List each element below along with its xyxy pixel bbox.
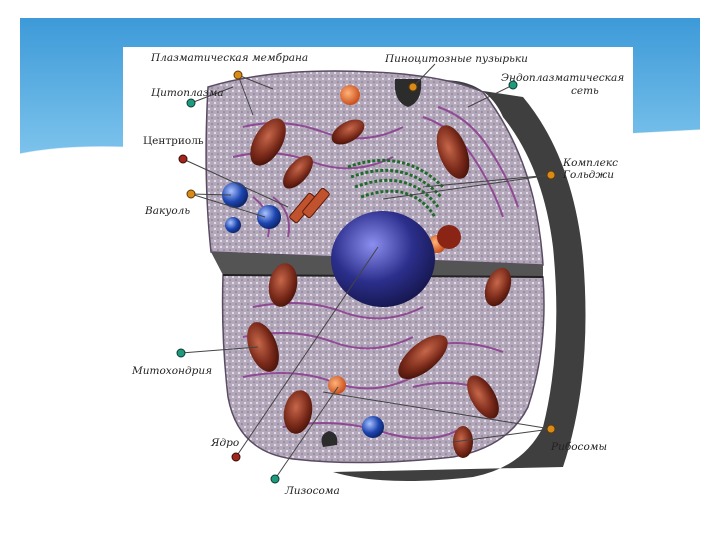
label-cytoplasm: Цитоплазма bbox=[151, 87, 224, 99]
label-ribosomes: Рибосомы bbox=[551, 441, 608, 453]
cell-shadow bbox=[333, 80, 586, 481]
label-plasma-membrane: Плазматическая мембрана bbox=[151, 52, 309, 64]
label-golgi-line1: Комплекс bbox=[563, 157, 618, 169]
label-pinocytic-vesicles: Пиноцитозные пузырьки bbox=[385, 53, 528, 65]
cell-illustration bbox=[176, 63, 586, 484]
vacuole-shape bbox=[222, 182, 248, 208]
label-vacuole: Вакуоль bbox=[145, 205, 191, 217]
label-mitochondria: Митохондрия bbox=[132, 365, 213, 377]
centriole-shape bbox=[289, 187, 330, 224]
label-er-line1: Эндоплазматическая bbox=[501, 72, 625, 84]
cell-diagram: Плазматическая мембрана Пиноцитозные пуз… bbox=[123, 47, 633, 502]
label-lysosome: Лизосома bbox=[285, 485, 340, 497]
nucleus-shape bbox=[331, 211, 435, 307]
label-nucleus: Ядро bbox=[211, 437, 240, 449]
label-centriole: Центриоль bbox=[143, 135, 204, 147]
golgi-complex bbox=[347, 158, 445, 218]
label-er-line2: сеть bbox=[571, 85, 599, 97]
lysosome-shape bbox=[340, 85, 360, 105]
label-golgi-line2: Гольджи bbox=[563, 169, 615, 181]
mitochondria-group bbox=[247, 118, 512, 458]
